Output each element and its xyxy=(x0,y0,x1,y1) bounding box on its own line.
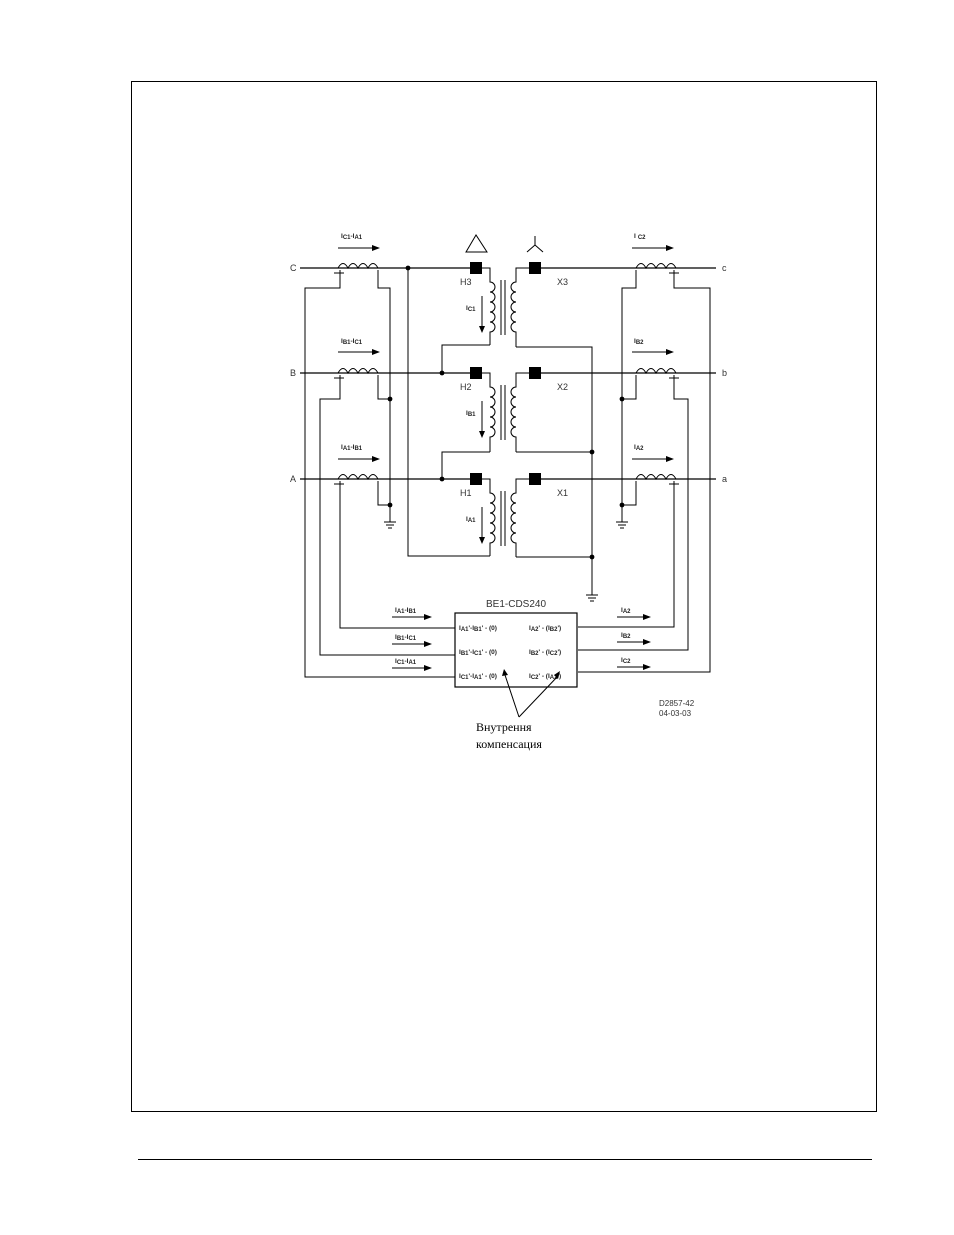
winding-current-b1: IB1 xyxy=(466,410,476,418)
primary-ct-arrows xyxy=(338,245,380,462)
ct-current-a1-b1: IA1-IB1 xyxy=(341,444,363,452)
relay-title: BE1-CDS240 xyxy=(486,599,546,610)
bushing-h2: H2 xyxy=(460,382,472,392)
ct-current-c1-a1: IC1-IA1 xyxy=(341,233,363,241)
annotation-line-2: компенсация xyxy=(476,737,542,751)
relay-output-arrows xyxy=(617,614,651,670)
phase-label-b-primary: B xyxy=(290,368,296,378)
relay-input-b1-c1: IB1-IC1 xyxy=(395,634,417,642)
annotation-pointer-arrows xyxy=(502,669,560,718)
drawing-date: 04-03-03 xyxy=(659,709,692,718)
page-frame xyxy=(131,81,877,1112)
primary-ct-coils xyxy=(337,263,379,481)
secondary-ct-arrows xyxy=(632,245,674,462)
relay-output-a2: IA2 xyxy=(621,607,631,615)
bushing-h1: H1 xyxy=(460,488,472,498)
relay-input-a1-b1: IA1-IB1 xyxy=(395,607,417,615)
secondary-ct-coils xyxy=(635,263,677,481)
ct-current-b1-c1: IB1-IC1 xyxy=(341,338,363,346)
relay-formula-left-1: IA1'-IB1' - (0) xyxy=(459,625,497,633)
ct-current-b2: IB2 xyxy=(634,338,644,346)
secondary-phase-lines xyxy=(540,267,716,480)
phase-label-c-primary: C xyxy=(290,263,297,273)
bushing-h3: H3 xyxy=(460,277,472,287)
phase-label-c-secondary: c xyxy=(722,263,727,273)
bushing-x2: X2 xyxy=(557,382,568,392)
delta-symbol-icon xyxy=(465,234,488,253)
ct-current-a2: IA2 xyxy=(634,444,644,452)
winding-current-c1: IC1 xyxy=(466,305,476,313)
relay-input-arrows xyxy=(392,614,432,671)
winding-current-a1: IA1 xyxy=(466,516,476,524)
relay-formula-left-2: IB1'-IC1' - (0) xyxy=(459,649,497,657)
footer-rule xyxy=(138,1159,872,1160)
phase-label-b-secondary: b xyxy=(722,368,727,378)
drawing-number: D2857-42 xyxy=(659,699,695,708)
bushing-x3: X3 xyxy=(557,277,568,287)
transformer-windings xyxy=(478,267,534,557)
relay-formula-right-1: IA2' - (IB2') xyxy=(529,625,561,633)
secondary-ct-wiring xyxy=(578,270,711,673)
bushing-x1: X1 xyxy=(557,488,568,498)
primary-phase-lines xyxy=(300,267,470,480)
winding-current-arrows xyxy=(479,296,485,544)
relay-input-c1-a1: IC1-IA1 xyxy=(395,658,417,666)
phase-label-a-primary: A xyxy=(290,474,296,484)
phase-label-a-secondary: a xyxy=(722,474,727,484)
annotation-line-1: Внутрення xyxy=(476,720,532,734)
wye-symbol-icon xyxy=(526,236,544,253)
relay-formula-left-3: IC1'-IA1' - (0) xyxy=(459,673,497,681)
primary-ct-wiring xyxy=(304,270,455,678)
relay-formula-right-3: IC2' - (IA2') xyxy=(529,673,561,681)
bushings xyxy=(470,262,541,485)
relay-output-b2: IB2 xyxy=(621,632,631,640)
relay-output-c2: IC2 xyxy=(621,657,631,665)
wye-neutral xyxy=(516,346,598,602)
delta-connections xyxy=(405,265,490,557)
relay-formula-right-2: IB2' - (IC2') xyxy=(529,649,561,657)
